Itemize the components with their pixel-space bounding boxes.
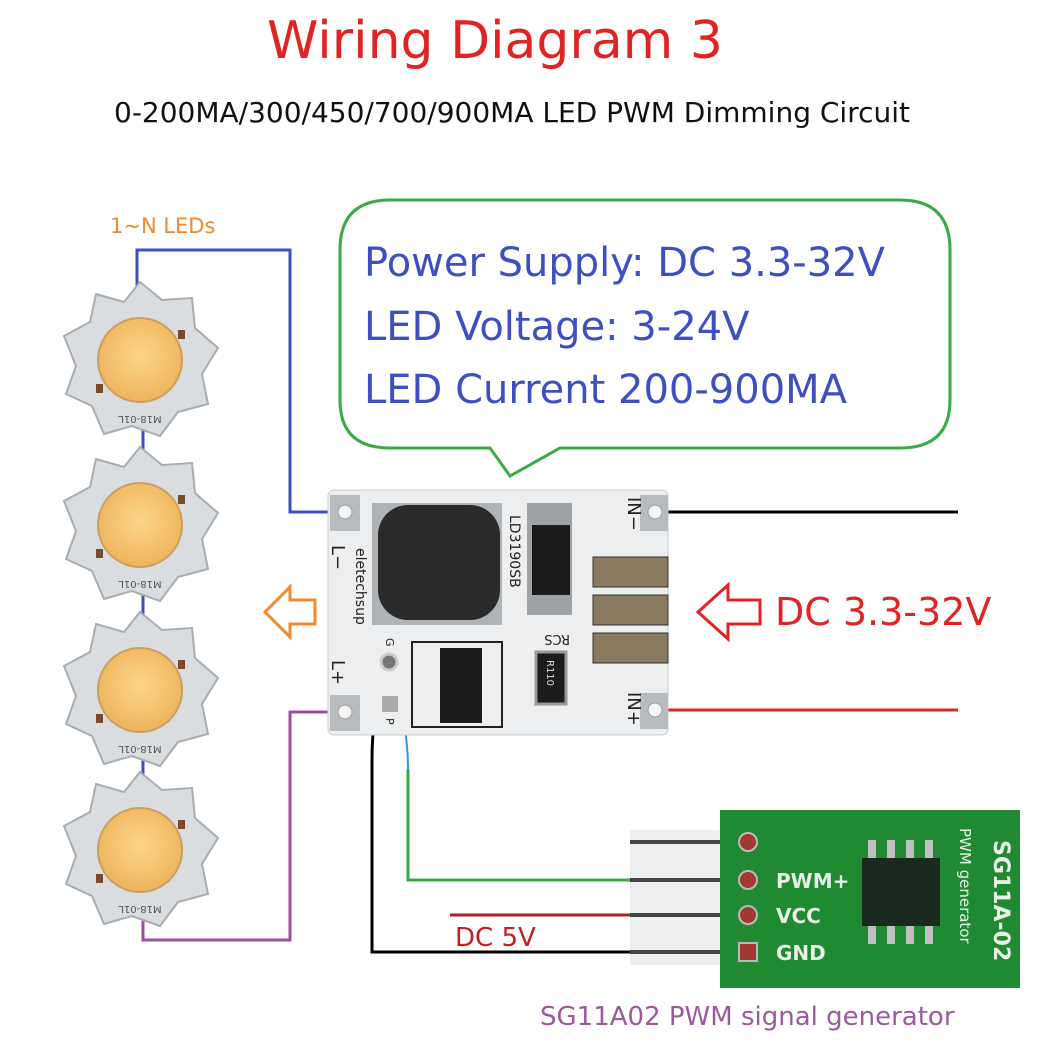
pwm-module-caption: SG11A02 PWM signal generator bbox=[540, 1002, 955, 1032]
pwm-pin-vcc: VCC bbox=[776, 904, 821, 928]
led-marking: M18-01L bbox=[118, 413, 162, 424]
led-plus-wire bbox=[141, 710, 345, 942]
led-marking: M18-01L bbox=[118, 903, 162, 914]
rcs-label: RCS bbox=[544, 631, 570, 646]
led-4: M18-01L bbox=[63, 771, 219, 927]
leds-label: 1~N LEDs bbox=[110, 214, 215, 238]
pwm-module-subtitle: PWM generator bbox=[956, 828, 974, 944]
pin-label-l-minus: L− bbox=[327, 545, 348, 570]
spec-led-voltage: LED Voltage: 3-24V bbox=[364, 304, 750, 350]
brand-label: eletechsup bbox=[352, 548, 368, 625]
led-minus-wire bbox=[135, 248, 345, 514]
input-voltage-label: DC 3.3-32V bbox=[775, 590, 991, 634]
led-driver-board: L− L+ IN− IN+ eletechsup LD3190SB RCS R1… bbox=[327, 489, 669, 736]
led-3: M18-01L bbox=[63, 611, 219, 767]
spec-led-current: LED Current 200-900MA bbox=[364, 367, 848, 413]
chip-label: LD3190SB bbox=[506, 515, 522, 588]
spec-power-supply: Power Supply: DC 3.3-32V bbox=[364, 240, 886, 286]
led-2: M18-01L bbox=[63, 446, 219, 602]
pin-label-l-plus: L+ bbox=[327, 660, 348, 685]
input-arrow-icon bbox=[695, 581, 762, 643]
pin-label-g: G bbox=[383, 638, 396, 647]
pin-label-in-minus: IN− bbox=[623, 497, 644, 531]
output-arrow-icon bbox=[262, 583, 317, 641]
specs-bubble: Power Supply: DC 3.3-32V LED Voltage: 3-… bbox=[338, 198, 952, 478]
pwm-module-name: SG11A-02 bbox=[988, 840, 1013, 961]
pwm-supply-label: DC 5V bbox=[455, 923, 536, 953]
pwm-pin-pwm-plus: PWM+ bbox=[776, 869, 849, 893]
led-1: M18-01L bbox=[63, 281, 219, 437]
diagram-title: Wiring Diagram 3 bbox=[267, 11, 723, 71]
pwm-signal-wire bbox=[406, 770, 640, 882]
pwm-module: PWM+ VCC GND SG11A-02 PWM generator bbox=[630, 810, 1020, 988]
pwm-pin-gnd: GND bbox=[776, 941, 826, 965]
led-marking: M18-01L bbox=[118, 578, 162, 589]
led-marking: M18-01L bbox=[118, 743, 162, 754]
diagram-subtitle: 0-200MA/300/450/700/900MA LED PWM Dimmin… bbox=[114, 96, 910, 129]
pin-label-in-plus: IN+ bbox=[623, 692, 644, 726]
resistor-label: R110 bbox=[544, 660, 555, 686]
pin-label-p: P bbox=[383, 718, 396, 725]
